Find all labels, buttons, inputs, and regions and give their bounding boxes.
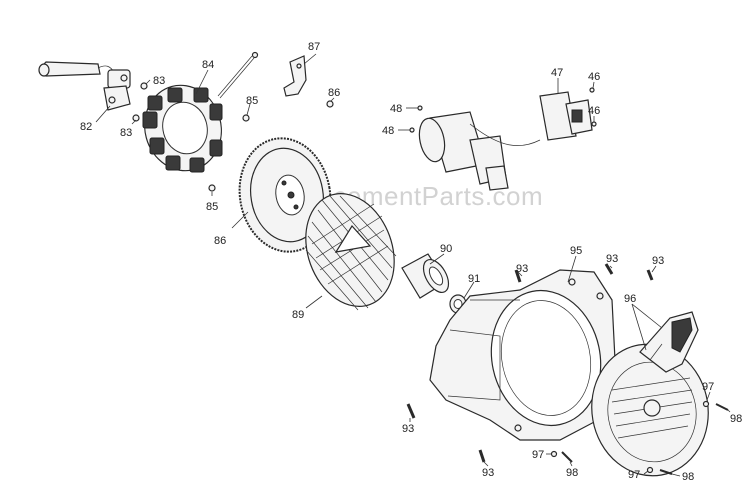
label-82: 82 — [80, 121, 92, 133]
label-48-bottom: 48 — [382, 125, 394, 137]
label-83-bottom: 83 — [120, 127, 132, 139]
label-84: 84 — [202, 59, 214, 71]
starter-cup-90 — [401, 253, 450, 299]
label-97-farbottom: 97 — [628, 469, 640, 481]
part-labels: 82 83 83 84 85 85 86 86 87 48 48 47 46 4… — [80, 41, 742, 483]
recoil-starter-96 — [591, 311, 709, 477]
label-48-top: 48 — [390, 103, 402, 115]
solenoid-47 — [539, 87, 597, 141]
stator-84 — [142, 51, 259, 173]
label-97-right: 97 — [702, 381, 714, 393]
label-85-bottom: 85 — [206, 201, 218, 213]
label-90: 90 — [440, 243, 452, 255]
bolts-small — [132, 82, 334, 192]
bracket-87 — [283, 55, 307, 97]
label-47: 47 — [551, 67, 563, 79]
label-96: 96 — [624, 293, 636, 305]
label-93-right: 93 — [606, 253, 618, 265]
label-86-bolt: 86 — [328, 87, 340, 99]
label-93-farright: 93 — [652, 255, 664, 267]
label-97-bottom: 97 — [532, 449, 544, 461]
label-93-housing: 93 — [516, 263, 528, 275]
label-87: 87 — [308, 41, 320, 53]
label-98-bottom: 98 — [566, 467, 578, 479]
leader-lines — [95, 53, 731, 477]
label-91: 91 — [468, 273, 480, 285]
label-85-top: 85 — [246, 95, 258, 107]
starter-motor-48 — [409, 105, 541, 191]
label-89: 89 — [292, 309, 304, 321]
label-98-farbottom: 98 — [682, 471, 694, 483]
label-46-top: 46 — [588, 71, 600, 83]
label-98-right: 98 — [730, 413, 742, 425]
label-83-top: 83 — [153, 75, 165, 87]
label-46-bottom: 46 — [588, 105, 600, 117]
fan-housing-95 — [429, 269, 617, 441]
label-86-flywheel: 86 — [214, 235, 226, 247]
label-95: 95 — [570, 245, 582, 257]
ignition-coil-82 — [38, 61, 131, 111]
label-93-left: 93 — [402, 423, 414, 435]
label-93-bottom: 93 — [482, 467, 494, 479]
fan-89 — [305, 193, 397, 311]
